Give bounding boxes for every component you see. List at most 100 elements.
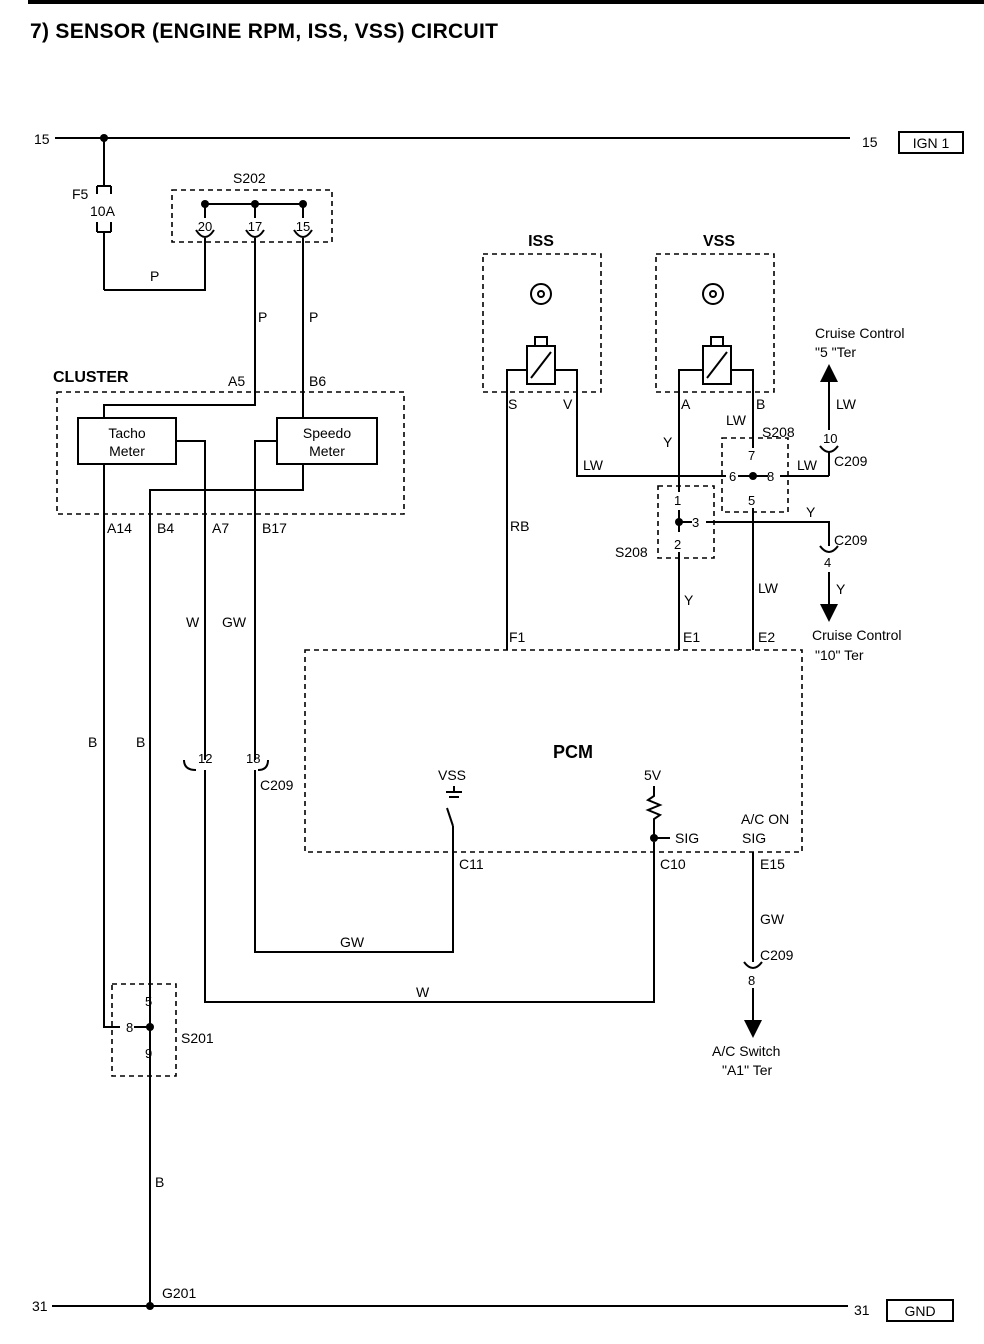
ground-label: G201 xyxy=(162,1285,196,1301)
wire-gw1-label: GW xyxy=(222,614,247,630)
c209-pin-18: 18 xyxy=(246,751,260,766)
tacho-line2: Meter xyxy=(109,443,145,459)
splice-s201: S201 5 8 9 xyxy=(111,983,214,1306)
c209-label-3: C209 xyxy=(834,532,868,548)
wire-p3-label: P xyxy=(309,309,318,325)
rail-top-left-label: 15 xyxy=(34,131,50,147)
s208-pin-1: 1 xyxy=(674,493,681,508)
gear-icon xyxy=(702,283,724,305)
s208-pin-3: 3 xyxy=(692,515,699,530)
s208-pin-8: 8 xyxy=(767,469,774,484)
iss-sensor: ISS S V xyxy=(482,233,726,650)
cluster: CLUSTER A5 B6 Tacho Meter Speedo Meter A… xyxy=(53,369,405,536)
arrow-down-icon xyxy=(744,1020,762,1038)
wire-b-b4 xyxy=(149,464,304,990)
s202-pin-20: 20 xyxy=(198,219,212,234)
pcm-pin-c10: C10 xyxy=(660,856,686,872)
vss-pin-a: A xyxy=(681,396,691,412)
wire-b3-label: B xyxy=(155,1174,164,1190)
cluster-pin-a5: A5 xyxy=(228,373,245,389)
cluster-label: CLUSTER xyxy=(53,369,129,386)
wire-b2-label: B xyxy=(136,734,145,750)
cluster-pin-a14: A14 xyxy=(107,520,132,536)
wire-gw2-label: GW xyxy=(340,934,365,950)
ign1-tag-label: IGN 1 xyxy=(913,135,950,151)
tacho-meter xyxy=(77,417,177,465)
acswitch-line1: A/C Switch xyxy=(712,1043,780,1059)
fuse-rating: 10A xyxy=(90,203,116,219)
gnd-rail: 31 31 GND G201 xyxy=(32,1285,954,1322)
s201-pin-9: 9 xyxy=(145,1046,152,1061)
wire-lw3-label: LW xyxy=(797,457,818,473)
wire-gw-c11 xyxy=(254,770,454,953)
connector-c209-4: C209 4 Y Cruise Control "10" Ter xyxy=(812,532,901,663)
pcm-acon-label: A/C ON xyxy=(741,811,789,827)
wire-w2-label: W xyxy=(416,984,430,1000)
wire-gw-b17 xyxy=(254,440,277,760)
pcm-sig-label: SIG xyxy=(675,830,699,846)
cruise10-line2: "10" Ter xyxy=(815,647,864,663)
gnd-tag xyxy=(886,1299,954,1322)
connector-c209-12-18: 12 18 C209 xyxy=(183,751,294,793)
rail-bottom-right-label: 31 xyxy=(854,1302,870,1318)
splice-s208-upper: S208 7 6 8 5 xyxy=(721,424,795,513)
wire-p1-label: P xyxy=(150,268,159,284)
s208-lower-label: S208 xyxy=(615,544,648,560)
iss-pin-v: V xyxy=(563,396,573,412)
cruise5-line2: "5 "Ter xyxy=(815,344,856,360)
wire-p2-label: P xyxy=(258,309,267,325)
wire-b1-label: B xyxy=(88,734,97,750)
cruise5-line1: Cruise Control xyxy=(815,325,904,341)
pcm-pin-f1: F1 xyxy=(509,629,526,645)
rail-top-right-label: 15 xyxy=(862,134,878,150)
wire-y3-label: Y xyxy=(806,504,816,520)
cluster-pin-b6: B6 xyxy=(309,373,326,389)
connector-c209-10: 10 C209 LW Cruise Control "5 "Ter xyxy=(815,325,904,476)
c209-pin-12: 12 xyxy=(198,751,212,766)
wire-y2-label: Y xyxy=(684,592,694,608)
wire-w-c10 xyxy=(204,770,655,1003)
c209-label-1: C209 xyxy=(260,777,294,793)
wire-y4-label: Y xyxy=(836,581,846,597)
wire-rb-label: RB xyxy=(510,518,529,534)
s201-pin-5: 5 xyxy=(145,994,152,1009)
wire-lw4-label: LW xyxy=(836,396,857,412)
pcm-pin-e15: E15 xyxy=(760,856,785,872)
top-rule xyxy=(28,0,984,4)
pcm: PCM F1 E1 E2 VSS 5V SIG A/C ON SIG C11 C… xyxy=(304,629,803,872)
wire-b-a14 xyxy=(103,464,120,1028)
wire-p-a5 xyxy=(103,238,256,418)
pcm-pin-e1: E1 xyxy=(683,629,700,645)
fuse-name: F5 xyxy=(72,186,89,202)
s201-label: S201 xyxy=(181,1030,214,1046)
wire-lw5-label: LW xyxy=(758,580,779,596)
speedo-meter xyxy=(276,417,378,465)
wire-gw3-label: GW xyxy=(760,911,785,927)
wire-lw2-label: LW xyxy=(726,412,747,428)
c209-pin-8: 8 xyxy=(748,973,755,988)
wire-p-fuse xyxy=(104,238,206,291)
c209-pin-10: 10 xyxy=(823,431,837,446)
ac-switch-circuit: GW C209 8 A/C Switch "A1" Ter xyxy=(712,852,794,1078)
acswitch-line2: "A1" Ter xyxy=(722,1062,772,1078)
s202-pin-15: 15 xyxy=(296,219,310,234)
s202-label: S202 xyxy=(233,170,266,186)
tacho-line1: Tacho xyxy=(108,425,146,441)
c209-pin-4: 4 xyxy=(824,555,831,570)
pcm-pin-e2: E2 xyxy=(758,629,775,645)
wire-y1-label: Y xyxy=(663,434,673,450)
ign1-rail: 15 15 IGN 1 xyxy=(34,131,964,154)
arrow-down-icon xyxy=(820,604,838,622)
rail-bottom-left-label: 31 xyxy=(32,1298,48,1314)
s208-pin-6: 6 xyxy=(729,469,736,484)
gnd-tag-label: GND xyxy=(904,1303,935,1319)
iss-label: ISS xyxy=(528,233,554,250)
cruise10-line1: Cruise Control xyxy=(812,627,901,643)
s208-pin-2: 2 xyxy=(674,537,681,552)
s208-pin-5: 5 xyxy=(748,493,755,508)
wire-w-a7 xyxy=(176,440,206,760)
cluster-pin-a7: A7 xyxy=(212,520,229,536)
c209-label-2: C209 xyxy=(834,453,868,469)
splice-s208-lower: S208 1 3 2 xyxy=(615,485,715,560)
